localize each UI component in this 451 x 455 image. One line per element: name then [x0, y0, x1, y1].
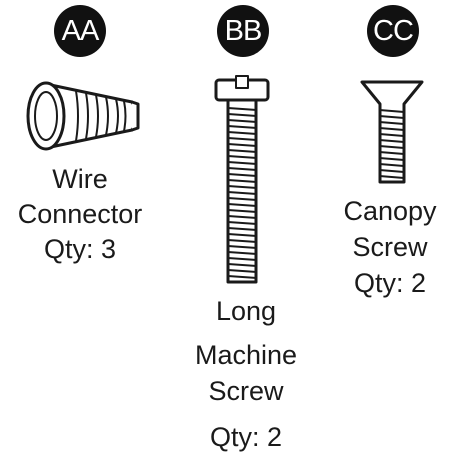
- part-name-aa-line1: Wire: [52, 164, 108, 194]
- part-qty-aa: Qty: 3: [43, 234, 117, 264]
- canopy-screw-icon: [360, 80, 424, 184]
- part-name-cc-line2: Screw: [352, 232, 428, 262]
- part-name-bb-line1: Long: [215, 296, 277, 326]
- part-name-bb-line2: Machine: [194, 340, 298, 370]
- part-name-bb-line3: Screw: [208, 376, 284, 406]
- part-qty-bb: Qty: 2: [209, 422, 283, 452]
- part-qty-cc: Qty: 2: [353, 268, 427, 298]
- part-badge-bb: BB: [217, 5, 269, 57]
- part-badge-aa: AA: [54, 5, 106, 57]
- part-badge-cc: CC: [367, 5, 419, 57]
- part-name-cc-line1: Canopy: [343, 196, 437, 226]
- machine-screw-icon: [214, 75, 270, 284]
- part-name-aa-line2: Connector: [17, 199, 143, 229]
- wire-connector-icon: [26, 81, 140, 151]
